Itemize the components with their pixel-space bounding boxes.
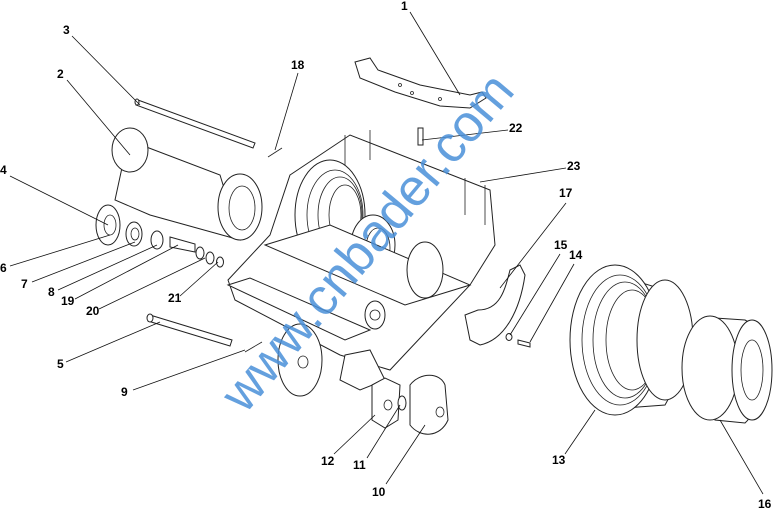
leader-line <box>9 175 109 226</box>
callout-number: 16 <box>758 497 772 511</box>
leader-line <box>719 419 764 495</box>
callout-number: 11 <box>353 458 366 472</box>
callout-number: 14 <box>569 248 583 262</box>
leader-line <box>274 72 299 151</box>
part-washer-15 <box>505 333 513 341</box>
leader-line <box>71 35 141 106</box>
leader-line <box>66 79 131 156</box>
callout-number: 6 <box>0 261 7 275</box>
leader-line <box>421 129 509 141</box>
leader-line <box>509 253 561 336</box>
leader-line <box>132 349 246 391</box>
callout-number: 7 <box>21 277 28 291</box>
callout-number: 1 <box>401 0 408 13</box>
leader-line <box>31 241 136 283</box>
leader-line <box>479 167 567 183</box>
part-bolt-22 <box>417 127 424 146</box>
callout-number: 15 <box>554 238 568 252</box>
leader-line <box>499 202 567 289</box>
part-bracket-plate <box>354 57 487 109</box>
part-rollers <box>371 374 449 435</box>
callout-number: 9 <box>121 385 128 399</box>
part-cotter-pin-9 <box>244 341 263 353</box>
part-cotter-pin-18 <box>267 147 283 158</box>
callout-number: 3 <box>63 23 70 37</box>
part-cylinder <box>111 127 263 241</box>
part-drum <box>681 315 773 424</box>
callout-number: 21 <box>168 291 182 305</box>
leader-line <box>333 414 376 455</box>
leader-line <box>409 11 461 96</box>
callout-number: 22 <box>509 121 523 135</box>
callout-number: 13 <box>552 453 566 467</box>
part-grooved-pulley <box>569 264 694 416</box>
leader-line <box>385 424 426 485</box>
leader-line <box>57 244 158 291</box>
callout-number: 23 <box>567 159 581 173</box>
callout-number: 4 <box>0 163 7 177</box>
leader-line <box>9 234 111 267</box>
callout-number: 20 <box>86 304 100 318</box>
callout-number: 17 <box>559 186 573 200</box>
callout-number: 8 <box>48 285 55 299</box>
part-pin <box>146 313 233 347</box>
callout-number: 19 <box>61 294 75 308</box>
callout-number: 12 <box>321 454 335 468</box>
leader-line <box>564 409 596 455</box>
part-end-cap-assembly <box>95 204 224 268</box>
part-screw-14 <box>517 339 531 348</box>
callout-number: 2 <box>57 67 64 81</box>
leader-line <box>529 263 575 343</box>
leader-line <box>366 404 401 459</box>
leader-line <box>65 321 161 363</box>
part-long-shaft <box>134 98 256 149</box>
part-half-plate <box>464 264 526 346</box>
leader-line <box>98 257 206 310</box>
callout-number: 5 <box>57 357 64 371</box>
callout-number: 18 <box>291 58 305 72</box>
leader-line <box>74 244 179 300</box>
callout-number: 10 <box>372 485 386 499</box>
part-main-frame <box>226 130 496 397</box>
leader-line <box>179 261 219 297</box>
